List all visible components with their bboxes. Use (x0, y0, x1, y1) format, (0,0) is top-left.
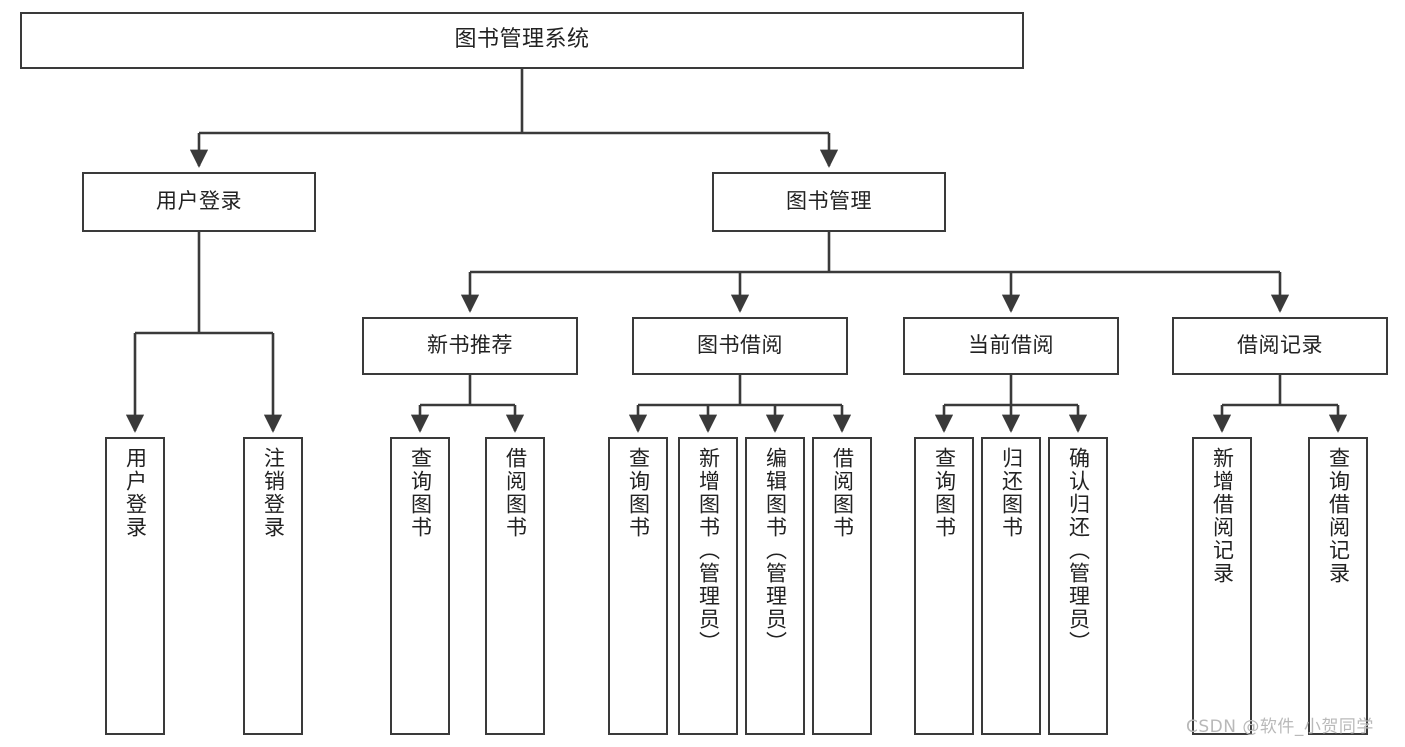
node-book-manage-label: 图书管理 (786, 189, 872, 214)
node-leaf-user-login[interactable]: 用户登录 (105, 437, 165, 735)
node-current-borrow[interactable]: 当前借阅 (903, 317, 1119, 375)
node-book-borrow[interactable]: 图书借阅 (632, 317, 848, 375)
node-new-book-rec-label: 新书推荐 (427, 333, 513, 358)
node-book-manage[interactable]: 图书管理 (712, 172, 946, 232)
node-leaf-add-book[interactable]: 新增图书（管理员） (678, 437, 738, 735)
node-leaf-user-login-label: 用户登录 (123, 447, 148, 539)
node-leaf-logout[interactable]: 注销登录 (243, 437, 303, 735)
node-leaf-query-book-2-label: 查询图书 (626, 447, 651, 539)
node-leaf-query-book-2[interactable]: 查询图书 (608, 437, 668, 735)
node-leaf-query-record[interactable]: 查询借阅记录 (1308, 437, 1368, 735)
node-book-borrow-label: 图书借阅 (697, 333, 783, 358)
node-leaf-return-book-label: 归还图书 (999, 447, 1024, 539)
node-root-label: 图书管理系统 (454, 27, 590, 53)
watermark: CSDN @软件_小贺同学 (1186, 717, 1374, 737)
node-leaf-borrow-book-2-label: 借阅图书 (830, 447, 855, 539)
node-leaf-edit-book-label: 编辑图书（管理员） (763, 447, 788, 654)
node-current-borrow-label: 当前借阅 (968, 333, 1054, 358)
node-leaf-confirm-return-label: 确认归还（管理员） (1066, 447, 1091, 654)
node-leaf-query-book-1-label: 查询图书 (408, 447, 433, 539)
node-borrow-record-label: 借阅记录 (1237, 333, 1323, 358)
node-leaf-add-book-label: 新增图书（管理员） (696, 447, 721, 654)
node-leaf-query-book-3-label: 查询图书 (932, 447, 957, 539)
node-leaf-query-book-1[interactable]: 查询图书 (390, 437, 450, 735)
node-user-login-label: 用户登录 (156, 189, 242, 214)
node-leaf-edit-book[interactable]: 编辑图书（管理员） (745, 437, 805, 735)
node-leaf-query-record-label: 查询借阅记录 (1326, 447, 1351, 585)
node-leaf-borrow-book-1[interactable]: 借阅图书 (485, 437, 545, 735)
node-user-login[interactable]: 用户登录 (82, 172, 316, 232)
node-leaf-return-book[interactable]: 归还图书 (981, 437, 1041, 735)
node-borrow-record[interactable]: 借阅记录 (1172, 317, 1388, 375)
node-leaf-add-record[interactable]: 新增借阅记录 (1192, 437, 1252, 735)
node-leaf-query-book-3[interactable]: 查询图书 (914, 437, 974, 735)
node-leaf-borrow-book-1-label: 借阅图书 (503, 447, 528, 539)
node-new-book-rec[interactable]: 新书推荐 (362, 317, 578, 375)
node-leaf-borrow-book-2[interactable]: 借阅图书 (812, 437, 872, 735)
node-leaf-confirm-return[interactable]: 确认归还（管理员） (1048, 437, 1108, 735)
node-leaf-add-record-label: 新增借阅记录 (1210, 447, 1235, 585)
node-root[interactable]: 图书管理系统 (20, 12, 1024, 69)
node-leaf-logout-label: 注销登录 (261, 447, 286, 539)
